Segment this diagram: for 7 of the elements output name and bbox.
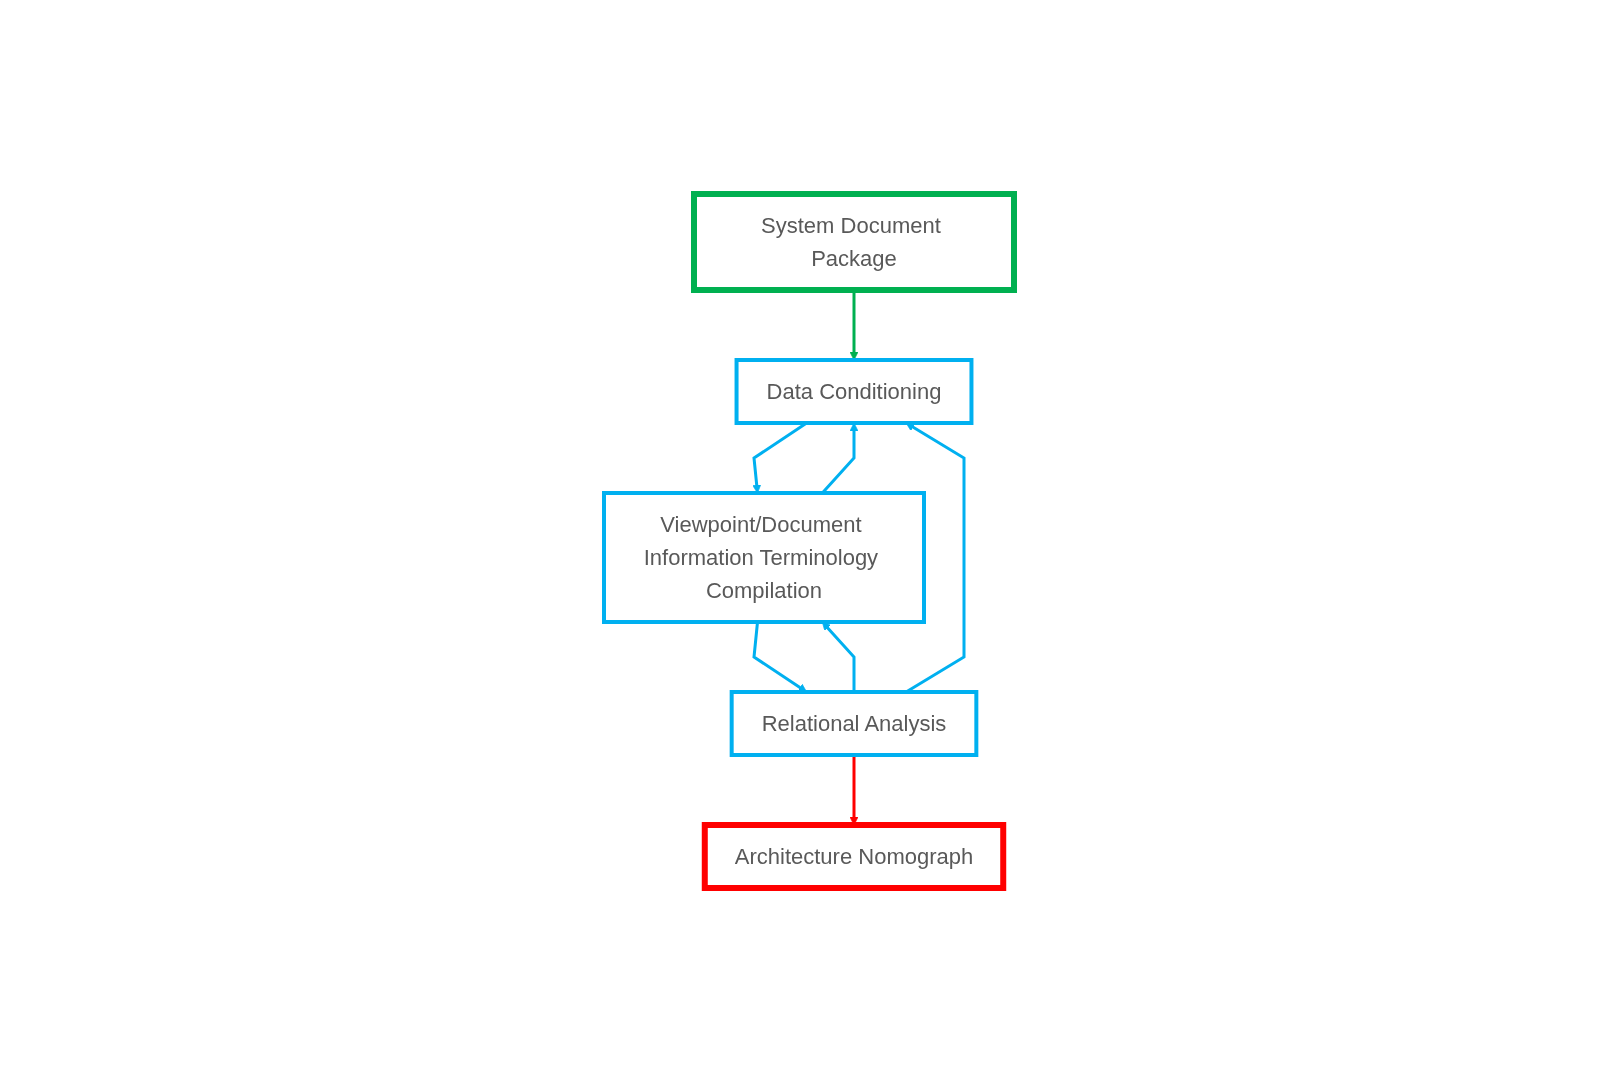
arrow	[821, 621, 855, 692]
node-box: Architecture Nomograph	[701, 821, 1006, 891]
arrow	[751, 621, 807, 692]
node-box: Viewpoint/Document Information Terminology Compilation	[601, 490, 926, 624]
node-box: Data Conditioning	[734, 357, 973, 425]
node-box: Relational Analysis	[729, 689, 978, 757]
node-box: System Document Package	[690, 190, 1017, 293]
